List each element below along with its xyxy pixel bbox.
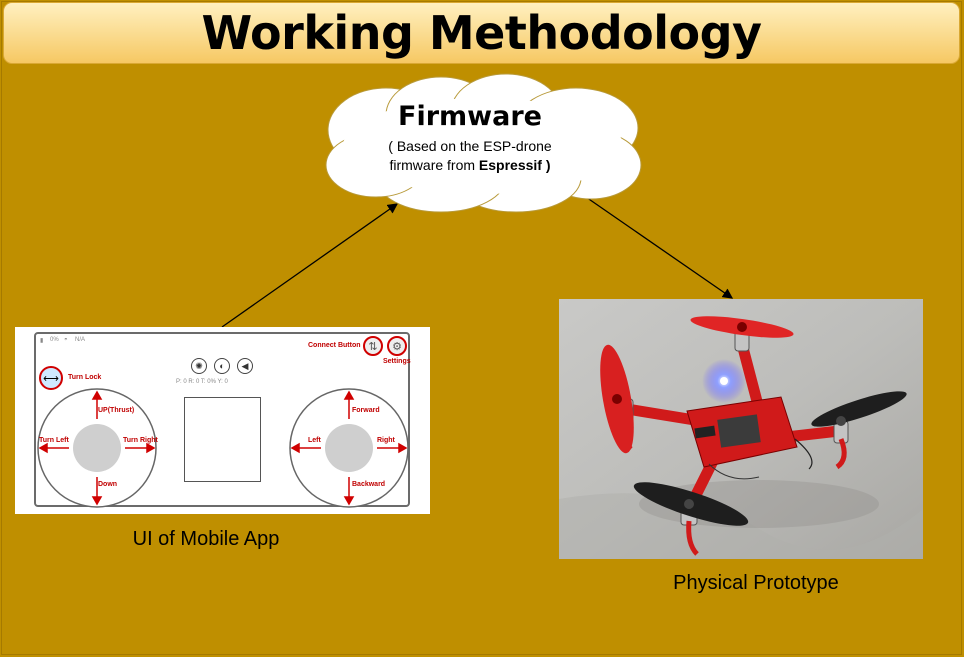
arrow-firmware-to-drone [582, 194, 734, 299]
phone-frame: ▮ 0% ◓ N/A Connect Button ⇅ ⚙ Settings ⟷… [34, 332, 411, 508]
left-joy-down-label: Down [98, 481, 118, 488]
speaker-icon[interactable]: ◀ [237, 358, 253, 374]
firmware-line-2-bold: Espressif ) [478, 157, 551, 173]
right-joy-down-label: Backward [352, 481, 386, 488]
telemetry-readout: P: 0 R: 0 T: 0% Y: 0 [176, 379, 228, 385]
right-joystick[interactable] [288, 386, 413, 511]
connect-icon: ⇅ [368, 340, 378, 353]
right-joy-up-label: Forward [352, 407, 380, 414]
battery-value: 0% [50, 337, 59, 343]
mobile-app-ui: ▮ 0% ◓ N/A Connect Button ⇅ ⚙ Settings ⟷… [15, 327, 430, 514]
rotor-icon[interactable]: ✺ [191, 358, 207, 374]
left-joystick[interactable] [36, 386, 161, 511]
camera-view [184, 397, 261, 482]
cloud-icon [325, 73, 642, 213]
firmware-line-2-prefix: firmware from [389, 157, 479, 173]
settings-button[interactable]: ⚙ [387, 336, 407, 356]
turn-lock-label: Turn Lock [68, 374, 102, 381]
arrow-app-to-firmware [221, 203, 399, 328]
battery-icon: ▮ [40, 338, 44, 344]
signal-value: N/A [75, 337, 86, 343]
horizontal-arrows-icon: ⟷ [43, 372, 59, 385]
app-caption: UI of Mobile App [132, 528, 280, 550]
right-joy-left-label: Left [308, 437, 321, 444]
right-joy-right-label: Right [377, 437, 395, 444]
firmware-heading: Firmware [398, 101, 542, 132]
slide-title: Working Methodology [201, 6, 762, 60]
firmware-line-1: ( Based on the ESP-drone [388, 138, 552, 154]
left-joy-left-label: Turn Left [39, 437, 69, 444]
connect-button[interactable]: ⇅ [363, 336, 383, 356]
prototype-caption: Physical Prototype [673, 572, 839, 594]
gear-icon: ⚙ [392, 340, 402, 353]
light-icon[interactable]: ◐ [214, 358, 230, 374]
connect-label: Connect Button [308, 342, 361, 349]
firmware-line-2: firmware from Espressif ) [340, 157, 600, 173]
settings-label: Settings [383, 358, 411, 365]
left-joy-right-label: Turn Right [123, 437, 158, 444]
drone-photo [559, 299, 923, 559]
signal-icon: ◓ [64, 337, 68, 343]
turn-lock-button[interactable]: ⟷ [39, 366, 63, 390]
left-joy-up-label: UP(Thrust) [98, 407, 135, 414]
title-banner: Working Methodology [3, 2, 960, 64]
